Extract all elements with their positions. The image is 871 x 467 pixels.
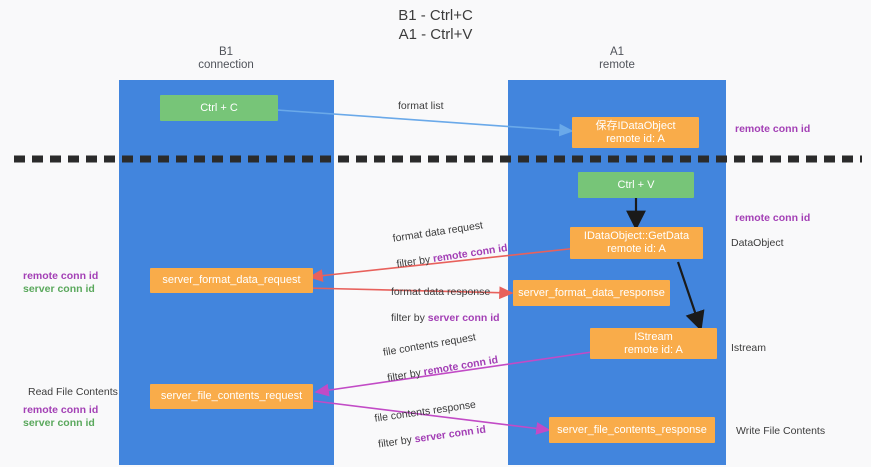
node-server-file-contents-request[interactable]: server_file_contents_request	[150, 384, 313, 409]
edge-label-file-contents-response: file contents response filter by server …	[372, 385, 487, 452]
edge-label-file-contents-response-text: file contents response	[373, 398, 477, 425]
edge-label-format-data-request-filter-prefix: filter by	[395, 253, 434, 271]
node-server-file-contents-response[interactable]: server_file_contents_response	[549, 417, 715, 443]
side-label-write-file-contents: Write File Contents	[736, 425, 826, 437]
side-label-left-remote-conn-id: remote conn id	[23, 270, 99, 282]
node-ctrl-v[interactable]: Ctrl + V	[578, 172, 694, 198]
side-label-left-server-conn-id: server conn id	[23, 283, 95, 295]
edge-label-format-data-response: format data response filter by server co…	[391, 273, 500, 325]
side-label-left-server-conn-id-2: server conn id	[23, 417, 95, 429]
diagram-title: B1 - Ctrl+C A1 - Ctrl+V	[398, 7, 473, 43]
side-label-remote-conn-id-mid: remote conn id	[735, 212, 811, 224]
side-label-remote-conn-id-top: remote conn id	[735, 123, 811, 135]
column-header-a1: A1 remote	[599, 46, 635, 71]
node-ctrl-c[interactable]: Ctrl + C	[160, 95, 278, 121]
node-server-format-data-request[interactable]: server_format_data_request	[150, 268, 313, 293]
side-label-istream: Istream	[731, 342, 767, 354]
column-header-b1: B1 connection	[198, 46, 254, 71]
side-label-dataobject: DataObject	[731, 237, 784, 249]
side-label-left-remote-conn-id-2: remote conn id	[23, 404, 99, 416]
edge-label-format-data-request: format data request filter by remote con…	[390, 203, 508, 271]
node-istream[interactable]: IStream remote id: A	[590, 328, 717, 359]
edge-label-file-contents-request: file contents request filter by remote c…	[380, 316, 499, 386]
edge-label-file-contents-response-filter-key: server conn id	[413, 423, 487, 446]
edge-label-file-contents-response-filter-prefix: filter by	[377, 433, 416, 451]
node-idataobject-getdata[interactable]: IDataObject::GetData remote id: A	[570, 227, 703, 259]
edge-label-format-data-response-filter-prefix: filter by	[391, 312, 428, 324]
node-save-idataobject[interactable]: 保存IDataObject remote id: A	[572, 117, 699, 148]
edge-label-format-data-response-filter-key: server conn id	[427, 312, 500, 324]
edge-label-format-data-request-text: format data request	[391, 219, 484, 245]
edge-label-format-list: format list	[398, 100, 444, 112]
node-server-format-data-response[interactable]: server_format_data_response	[513, 280, 670, 306]
edge-label-file-contents-request-filter-prefix: filter by	[386, 366, 425, 385]
side-label-read-file-contents: Read File Contents	[28, 386, 118, 398]
edge-label-format-data-request-filter-key: remote conn id	[432, 242, 509, 266]
edge-label-file-contents-request-filter-key: remote conn id	[422, 353, 499, 379]
edge-label-format-data-response-text: format data response	[391, 286, 491, 298]
edge-label-file-contents-request-text: file contents request	[382, 331, 477, 359]
